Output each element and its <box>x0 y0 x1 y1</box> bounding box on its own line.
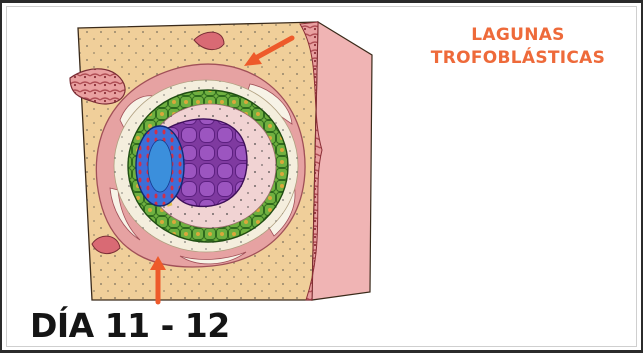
bilaminar-disc <box>136 126 184 206</box>
day-label: DÍA 11 - 12 <box>30 306 230 346</box>
label-line-2: TROFOBLÁSTICAS <box>428 47 608 70</box>
endometrial-gland <box>70 69 125 104</box>
lacunas-label: LAGUNAS TROFOBLÁSTICAS <box>428 24 608 70</box>
label-line-1: LAGUNAS <box>428 24 608 47</box>
